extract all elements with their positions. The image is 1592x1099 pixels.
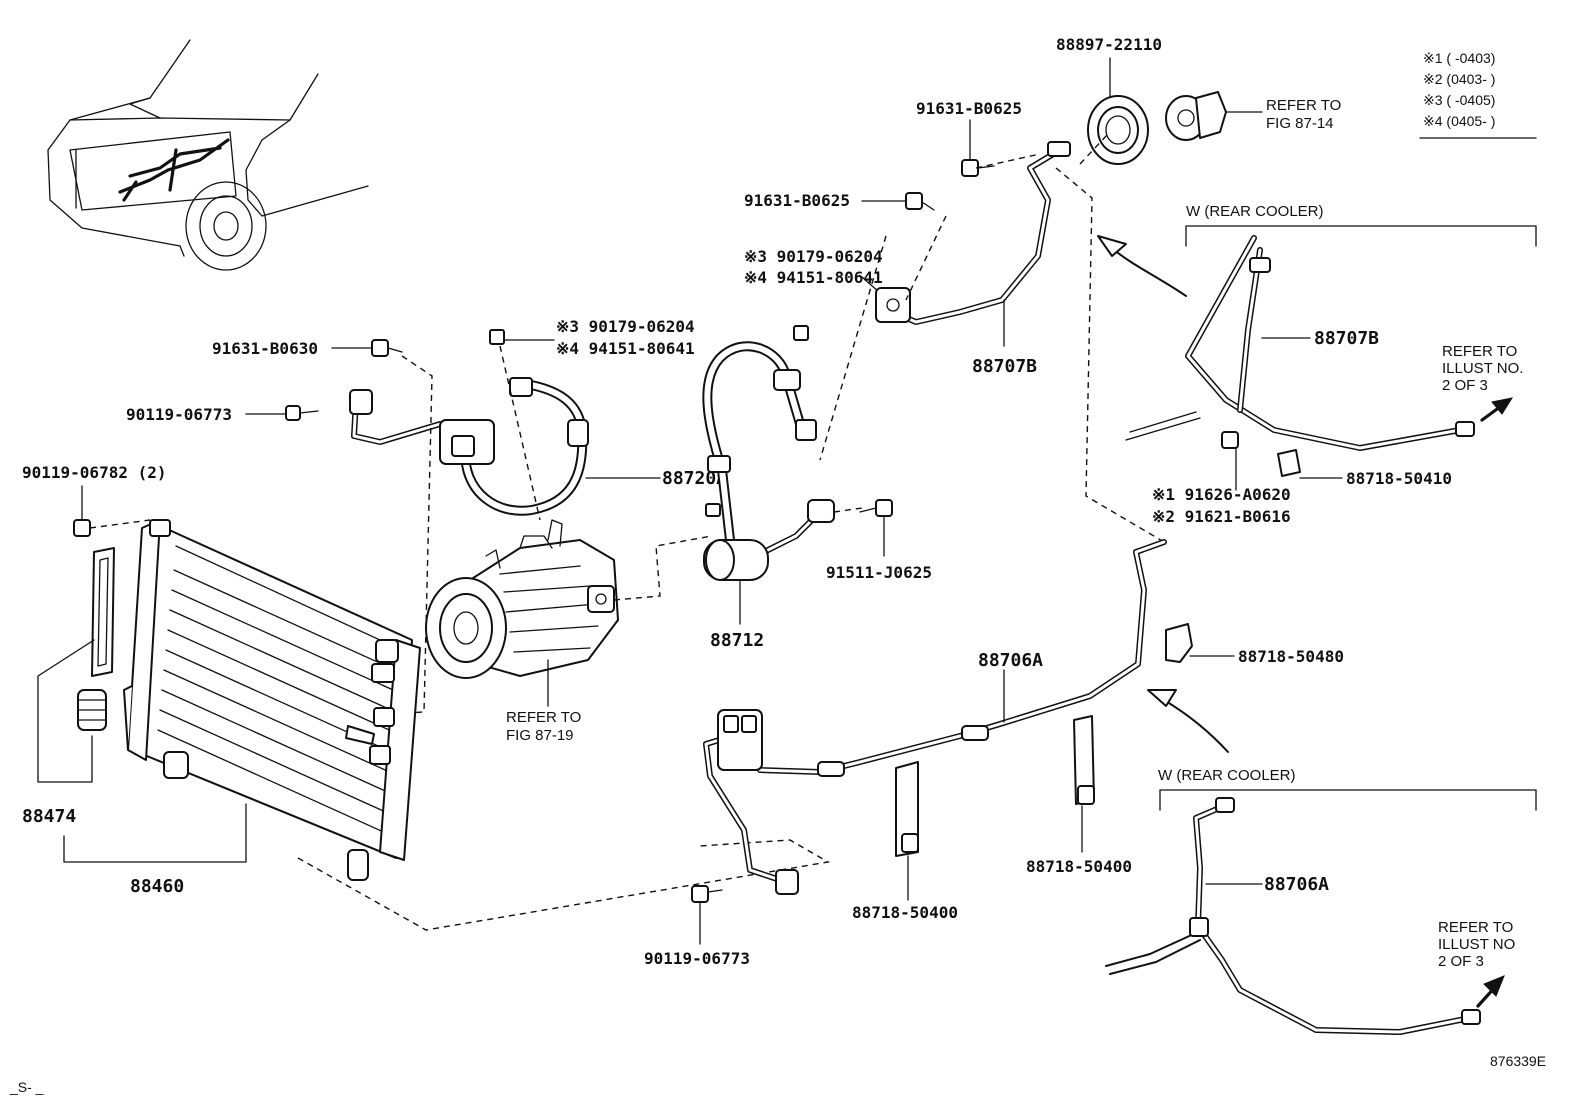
- label-88897-22110: 88897-22110: [1056, 35, 1162, 54]
- label-90119-06773-lower: 90119-06773: [644, 949, 750, 968]
- label-88707b-main: 88707B: [972, 356, 1037, 377]
- figure-id: 876339E: [1490, 1053, 1546, 1069]
- label-88460: 88460: [130, 876, 184, 897]
- label-88707b-rear: 88707B: [1314, 328, 1379, 349]
- label-88474: 88474: [22, 806, 76, 827]
- nut-icon: [489, 329, 505, 345]
- label-90179-06204-lower: ※3 90179-06204: [556, 317, 695, 336]
- refer-fig-87-14-line-1: REFER TO: [1266, 97, 1341, 114]
- label-91621-b0616: ※2 91621-B0616: [1152, 507, 1291, 526]
- legend-row-4: ※4 (0405- ): [1423, 113, 1495, 129]
- bolt-icon: [905, 192, 935, 211]
- pipe-88706a-rear: [1105, 797, 1481, 1035]
- header-rear-cooler-top: W (REAR COOLER): [1186, 203, 1324, 220]
- clamp-88718-50400-left: [895, 761, 919, 857]
- label-91511-j0625: 91511-J0625: [826, 563, 932, 582]
- label-91631-b0625-lower: 91631-B0625: [744, 191, 850, 210]
- vehicle-location-sketch: [47, 39, 369, 271]
- clamp-88718-50400-right: [1073, 715, 1095, 805]
- refer-illust-bottom-line-1: REFER TO: [1438, 919, 1513, 936]
- refer-fig-87-19-line-1: REFER TO: [506, 709, 581, 726]
- label-90119-06782: 90119-06782 (2): [22, 463, 167, 482]
- arrow-icon: [1480, 397, 1514, 422]
- label-91631-b0630: 91631-B0630: [212, 339, 318, 358]
- refer-fig-87-14-line-2: FIG 87-14: [1266, 115, 1334, 132]
- label-88718-50400-left: 88718-50400: [852, 903, 958, 922]
- label-88720a: 88720A: [662, 468, 727, 489]
- legend-row-1: ※1 ( -0403): [1423, 50, 1495, 66]
- label-90119-06773-upper: 90119-06773: [126, 405, 232, 424]
- label-91626-a0620: ※1 91626-A0620: [1152, 485, 1291, 504]
- arrow-icon: [1476, 975, 1505, 1008]
- arrow-icon: [1097, 235, 1187, 297]
- refer-illust-top-line-3: 2 OF 3: [1442, 377, 1488, 394]
- compressor: [425, 519, 619, 679]
- legend: ※1 ( -0403) ※2 (0403- ) ※3 ( -0405) ※4 (…: [1419, 50, 1537, 139]
- label-88712: 88712: [710, 630, 764, 651]
- label-88706a-rear: 88706A: [1264, 874, 1329, 895]
- receiver-88712: [703, 499, 835, 581]
- suction-hose: [702, 341, 817, 545]
- refer-fig-87-19-line-2: FIG 87-19: [506, 727, 574, 744]
- bolt-icon: [371, 339, 403, 357]
- pipe-88706a: [703, 539, 1167, 895]
- bolt-icon: [691, 885, 723, 903]
- pipe-88707b: [875, 141, 1071, 325]
- refer-illust-top-line-1: REFER TO: [1442, 343, 1517, 360]
- dryer-parts-88474: [77, 547, 115, 731]
- label-94151-80641-upper: ※4 94151-80641: [744, 268, 883, 287]
- legend-row-2: ※2 (0403- ): [1423, 71, 1495, 87]
- label-88706a-main: 88706A: [978, 650, 1043, 671]
- bolt-icon: [1221, 431, 1239, 449]
- label-88718-50410: 88718-50410: [1346, 469, 1452, 488]
- clamp-icon: [1277, 449, 1301, 477]
- legend-row-3: ※3 ( -0405): [1423, 92, 1495, 108]
- bolt-icon: [285, 405, 319, 421]
- bolt-icon: [859, 499, 893, 517]
- label-88718-50480: 88718-50480: [1238, 647, 1344, 666]
- label-94151-80641-lower: ※4 94151-80641: [556, 339, 695, 358]
- nut-icon: [793, 325, 809, 341]
- refer-illust-bottom-line-2: ILLUST NO: [1438, 936, 1515, 953]
- seal-ring-88897: [1087, 95, 1149, 165]
- header-rear-cooler-bottom: W (REAR COOLER): [1158, 767, 1296, 784]
- refer-illust-bottom-line-3: 2 OF 3: [1438, 953, 1484, 970]
- corner-mark: _S- _: [9, 1079, 44, 1095]
- arrow-icon: [1147, 689, 1229, 753]
- label-91631-b0625-upper: 91631-B0625: [916, 99, 1022, 118]
- refer-illust-top-line-2: ILLUST NO.: [1442, 360, 1523, 377]
- label-88718-50400-right: 88718-50400: [1026, 857, 1132, 876]
- hose-88720a: [349, 377, 589, 516]
- pipe-88707b-rear: [1125, 235, 1475, 451]
- condenser-88460: [123, 519, 421, 881]
- compressor-sensor-part: [1165, 91, 1227, 141]
- label-90179-06204-upper: ※3 90179-06204: [744, 247, 883, 266]
- clamp-icon: [1165, 623, 1193, 663]
- bolt-icon: [73, 519, 91, 537]
